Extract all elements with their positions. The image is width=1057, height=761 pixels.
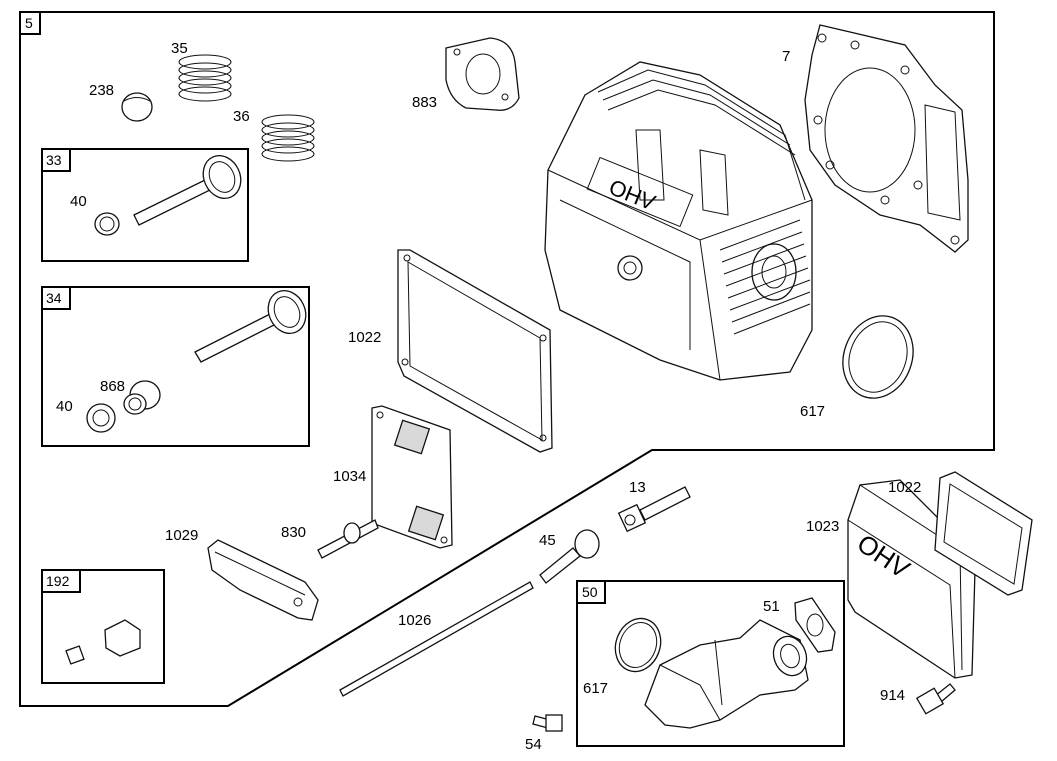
intake-o-ring-part <box>614 617 662 673</box>
callout-7: 7 <box>782 48 790 65</box>
breather-kit-frame: 192 <box>41 569 165 684</box>
callout-40-intake: 40 <box>70 193 87 210</box>
callout-1022-cover: 1022 <box>888 479 921 496</box>
valve-spring-part <box>178 54 232 102</box>
frame-number-50: 50 <box>582 584 598 600</box>
callout-883: 883 <box>412 94 437 111</box>
callout-617-intake: 617 <box>583 680 608 697</box>
callout-238: 238 <box>89 82 114 99</box>
callout-1022-main: 1022 <box>348 329 381 346</box>
callout-914: 914 <box>880 687 905 704</box>
o-ring-part <box>842 315 914 399</box>
callout-36: 36 <box>233 108 250 125</box>
frame-number-34: 34 <box>46 290 62 306</box>
intake-manifold-part <box>644 619 809 729</box>
rocker-gasket-part <box>397 249 553 453</box>
callout-51: 51 <box>763 598 780 615</box>
callout-1023: 1023 <box>806 518 839 535</box>
intake-valve-part <box>94 155 242 236</box>
frame-number-5: 5 <box>25 15 33 31</box>
callout-35: 35 <box>171 40 188 57</box>
exhaust-valve-frame: 34 <box>41 286 310 447</box>
callout-13: 13 <box>629 479 646 496</box>
valve-spring-2-part <box>261 114 315 162</box>
callout-1034: 1034 <box>333 468 366 485</box>
callout-45: 45 <box>539 532 556 549</box>
exhaust-valve-part <box>86 290 307 433</box>
intake-gasket-part <box>794 597 836 653</box>
callout-617-main: 617 <box>800 403 825 420</box>
valve-cap-part <box>121 92 153 122</box>
frame-number-33: 33 <box>46 152 62 168</box>
head-bolt-part <box>617 486 691 533</box>
cylinder-head-part: OHV <box>544 61 813 381</box>
valve-part <box>539 529 600 584</box>
rocker-stud-part <box>317 519 379 559</box>
breather-part <box>371 405 453 549</box>
callout-labels: 238 35 36 40 868 40 883 7 1022 617 1034 … <box>56 40 921 753</box>
main-frame: 5 <box>19 11 995 707</box>
cover-screw-part <box>915 683 956 715</box>
exhaust-gasket-part <box>445 37 520 111</box>
callout-40-exhaust: 40 <box>56 398 73 415</box>
callout-1026: 1026 <box>398 612 431 629</box>
rocker-arm-part <box>207 539 319 621</box>
push-rod-part <box>339 581 534 697</box>
intake-screw-part <box>532 714 563 732</box>
intake-kit-frame: 50 <box>576 580 845 747</box>
callout-1029: 1029 <box>165 527 198 544</box>
callout-868: 868 <box>100 378 125 395</box>
callout-830: 830 <box>281 524 306 541</box>
head-gasket-part <box>804 24 969 253</box>
frame-number-box <box>19 11 41 35</box>
frame-number-192: 192 <box>46 573 70 589</box>
cover-gasket-part <box>934 471 1033 596</box>
intake-valve-frame: 33 <box>41 148 249 262</box>
breather-kit-parts <box>65 619 141 665</box>
callout-54: 54 <box>525 736 542 753</box>
